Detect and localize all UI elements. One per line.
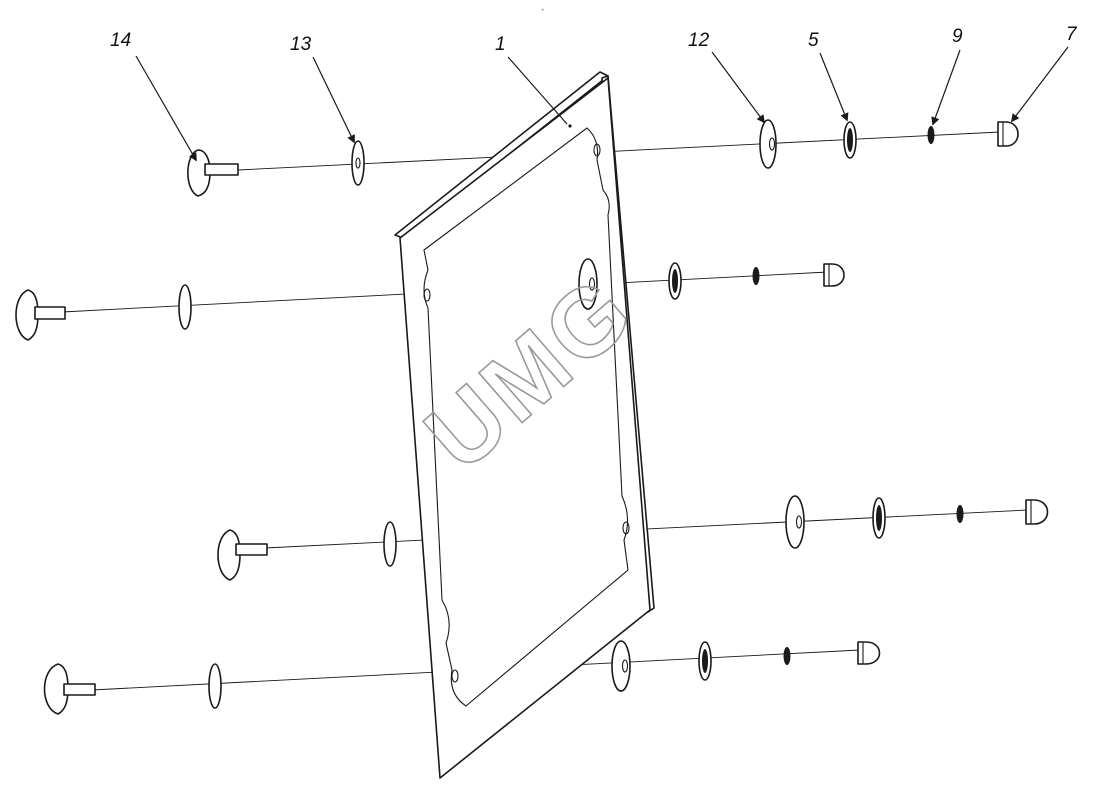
lock-washer-part-5 — [843, 121, 857, 159]
leader-13 — [312, 56, 355, 144]
leader-9 — [931, 49, 961, 126]
fastener-row-3 — [217, 495, 1049, 581]
header-mark: • — [541, 7, 545, 14]
spring-ring-row-2 — [752, 267, 760, 285]
gasket-frame-part-1 — [394, 71, 655, 779]
spring-ring-row-4 — [783, 647, 791, 665]
bolt-part-14 — [187, 149, 239, 197]
bolt-row-4 — [43, 663, 96, 715]
cap-nut-row-4 — [857, 641, 881, 665]
spring-ring-row-3 — [956, 505, 964, 523]
leader-lines — [135, 46, 1069, 162]
washer-part-13 — [351, 140, 365, 186]
callout-1: 1 — [495, 34, 506, 55]
callout-7: 7 — [1066, 24, 1078, 45]
callout-labels: 14 13 1 12 5 9 7 — [110, 24, 1078, 55]
cap-nut-row-3 — [1025, 499, 1049, 525]
washer-row-2-left — [178, 284, 192, 330]
spring-ring-part-9 — [927, 126, 935, 144]
callout-12: 12 — [688, 30, 710, 51]
washer-row-3-left — [383, 521, 397, 567]
washer-part-12 — [759, 119, 777, 169]
washer-row-4-large — [611, 640, 631, 692]
leader-12 — [711, 51, 766, 124]
fastener-row-4 — [43, 640, 881, 715]
leader-5 — [819, 52, 849, 122]
callout-9: 9 — [952, 26, 963, 47]
bolt-row-2 — [15, 289, 66, 341]
callout-13: 13 — [290, 34, 312, 55]
leader-7 — [1010, 46, 1069, 123]
washer-row-2-large — [578, 258, 598, 310]
callout-5: 5 — [808, 30, 819, 51]
fastener-row-2 — [15, 258, 845, 341]
lock-washer-row-3 — [872, 497, 886, 539]
lock-washer-row-4 — [698, 641, 712, 681]
washer-row-4-left — [208, 663, 222, 709]
leader-14 — [135, 55, 197, 162]
washer-row-3-large — [785, 495, 805, 549]
callout-14: 14 — [110, 30, 131, 51]
fastener-row-1 — [187, 119, 1019, 197]
cap-nut-part-7 — [997, 121, 1019, 147]
bolt-row-3 — [217, 529, 268, 581]
leader-1 — [507, 56, 568, 125]
lock-washer-row-2 — [668, 262, 682, 300]
cap-nut-row-2 — [823, 263, 845, 287]
